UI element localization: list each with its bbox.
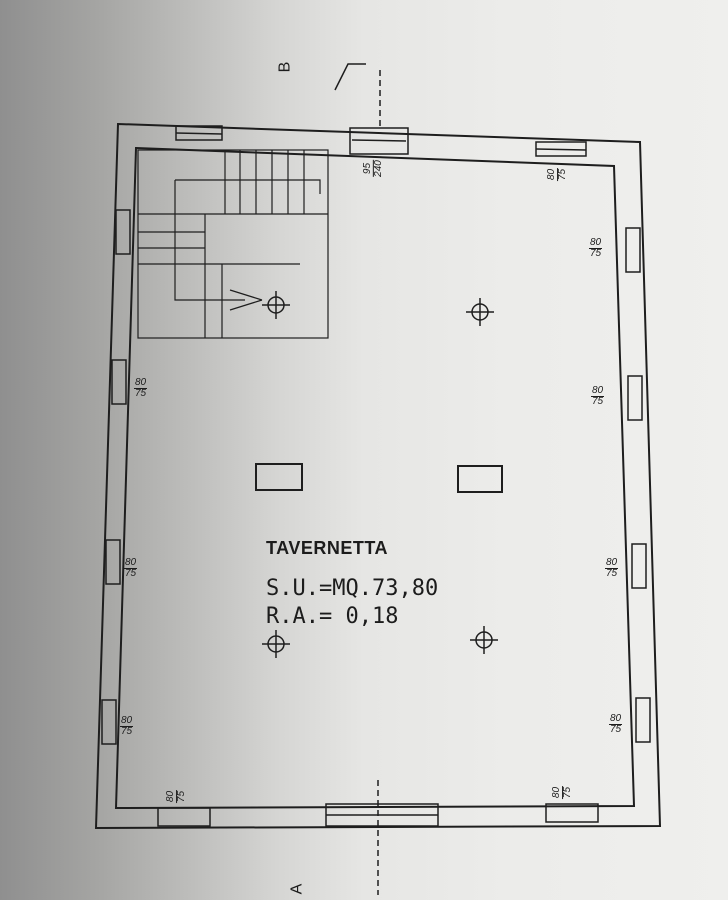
outer-wall-line	[94, 122, 662, 830]
section-arrow-top	[334, 63, 366, 91]
opening-dim-top-right-window: 80 75	[546, 167, 569, 182]
opening-height: 75	[562, 786, 574, 799]
opening-dim-right-window-1: 80 75	[589, 237, 603, 259]
opening-height: 75	[557, 168, 569, 181]
window-left-1	[111, 359, 127, 405]
light-symbol-3	[262, 630, 290, 658]
light-symbol-1	[262, 291, 290, 319]
window-left-2	[105, 539, 121, 585]
opening-dim-right-window-4: 80 75	[609, 713, 623, 735]
window-bottom-left	[157, 807, 211, 827]
opening-width: 80	[124, 557, 138, 569]
opening-height: 75	[135, 388, 147, 399]
section-marker-b: B	[276, 61, 294, 73]
room-surface: S.U.=MQ.73,80	[266, 576, 439, 601]
window-right-4	[635, 697, 651, 743]
opening-height: 75	[606, 568, 618, 579]
window-right-3	[631, 543, 647, 589]
opening-width: 80	[134, 377, 148, 389]
window-left-top	[115, 209, 131, 255]
window-left-3	[101, 699, 117, 745]
window-top-left	[175, 125, 223, 141]
opening-dim-left-window-1: 80 75	[134, 377, 148, 399]
window-bottom-right	[545, 803, 599, 823]
opening-height: 75	[610, 724, 622, 735]
staircase	[137, 149, 329, 339]
room-ratio: R.A.= 0,18	[266, 604, 399, 629]
opening-dim-left-window-2: 80 75	[124, 557, 138, 579]
opening-width: 80	[589, 237, 603, 249]
opening-height: 75	[592, 396, 604, 407]
section-marker-a: A	[288, 883, 306, 895]
opening-dim-right-window-3: 80 75	[605, 557, 619, 579]
opening-height: 240	[372, 160, 384, 177]
opening-width: 80	[605, 557, 619, 569]
door-bottom-center	[325, 780, 439, 895]
column-right	[457, 465, 503, 493]
opening-height: 75	[125, 568, 137, 579]
window-top-right	[535, 141, 587, 157]
opening-height: 75	[176, 790, 188, 803]
opening-dim-left-window-3: 80 75	[120, 715, 134, 737]
opening-dim-bottom-right-window: 80 75	[551, 785, 574, 800]
opening-width: 80	[120, 715, 134, 727]
opening-dim-bottom-left-window: 80 75	[165, 789, 188, 804]
opening-dim-right-window-2: 80 75	[591, 385, 605, 407]
light-symbol-2	[466, 298, 494, 326]
window-right-1	[625, 227, 641, 273]
room-name: TAVERNETTA	[266, 538, 388, 558]
column-left	[255, 463, 303, 491]
inner-wall-line	[114, 146, 636, 810]
window-right-2	[627, 375, 643, 421]
opening-width: 80	[591, 385, 605, 397]
opening-height: 75	[121, 726, 133, 737]
opening-width: 80	[609, 713, 623, 725]
window-top-center	[349, 70, 409, 155]
light-symbol-4	[470, 626, 498, 654]
opening-height: 75	[590, 248, 602, 259]
opening-dim-top-window: 95 240	[362, 160, 384, 177]
